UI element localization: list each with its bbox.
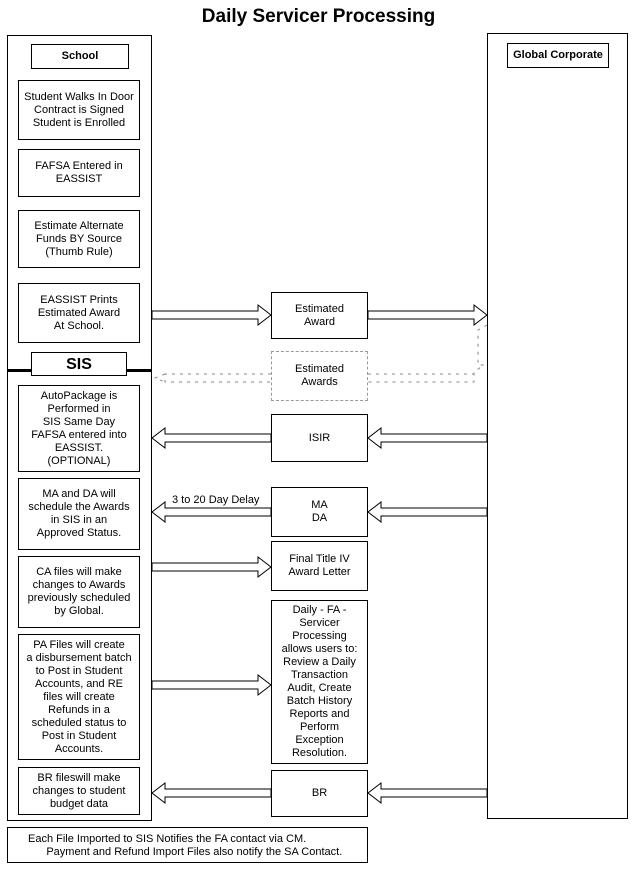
final-title-iv-award-letter-box: Final Title IV Award Letter [271,541,368,591]
arrow-global-to-isir [367,426,488,450]
global-corporate-lane-header: Global Corporate [507,43,609,68]
arrow-school-to-daily-processing [151,673,272,697]
school-step-3: Estimate Alternate Funds BY Source (Thum… [18,210,140,268]
estimated-award-box: Estimated Award [271,292,368,339]
school-step-7: CA files will make changes to Awards pre… [18,556,140,628]
sis-label: SIS [31,352,127,376]
delay-label: 3 to 20 Day Delay [172,494,260,506]
footer-note: Each File Imported to SIS Notifies the F… [7,827,368,863]
arrow-br-to-school [151,781,272,805]
isir-box: ISIR [271,414,368,462]
estimated-awards-box: Estimated Awards [271,351,368,401]
arrow-school-to-final-title-iv [151,555,272,579]
school-step-9: BR fileswill make changes to student bud… [18,767,140,815]
br-box: BR [271,770,368,817]
daily-fa-servicer-processing-box: Daily - FA - Servicer Processing allows … [271,600,368,764]
school-step-2: FAFSA Entered in EASSIST [18,149,140,197]
school-lane-header: School [31,44,129,69]
ma-da-box: MA DA [271,487,368,537]
school-step-1: Student Walks In Door Contract is Signed… [18,80,140,140]
school-step-4: EASSIST Prints Estimated Award At School… [18,283,140,343]
arrow-global-to-br [367,781,488,805]
school-step-8: PA Files will create a disbursement batc… [18,634,140,760]
global-corporate-lane [487,33,628,819]
arrow-global-to-ma-da [367,500,488,524]
arrow-isir-to-school [151,426,272,450]
school-step-6: MA and DA will schedule the Awards in SI… [18,478,140,550]
page-title: Daily Servicer Processing [201,6,436,27]
arrow-estimated-award-to-global [367,303,488,327]
footer-note-text: Each File Imported to SIS Notifies the F… [28,833,343,858]
arrow-school-to-estimated-award [151,303,272,327]
school-step-5: AutoPackage is Performed in SIS Same Day… [18,385,140,472]
